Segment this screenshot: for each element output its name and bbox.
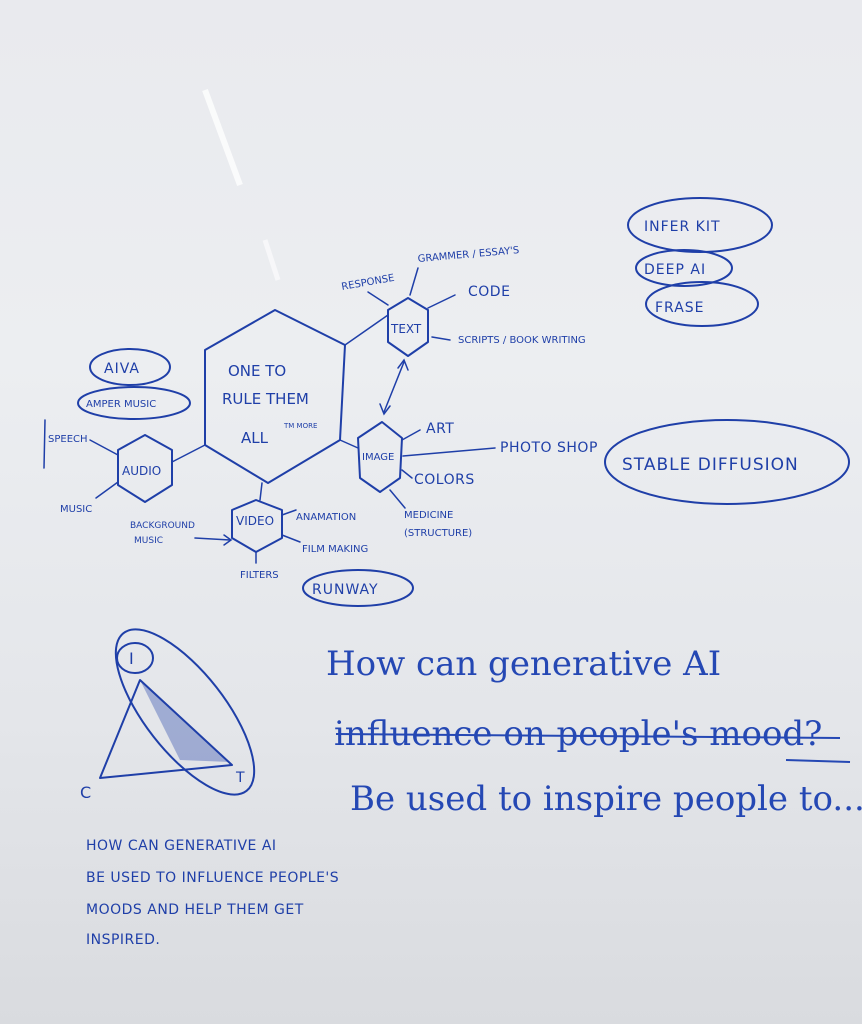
tool-deepai: DEEP AI [644, 262, 706, 278]
video-item-filmmaking: FILM MAKING [302, 544, 368, 555]
amper-oval [77, 386, 191, 420]
tool-stable: STABLE DIFFUSION [622, 455, 799, 475]
strikethrough [335, 733, 841, 739]
text-hexagon [387, 297, 429, 357]
image-item-structure: (STRUCTURE) [404, 528, 472, 539]
audio-hexagon [117, 434, 173, 503]
text-item-grammar: GRAMMER / ESSAY'S [417, 245, 519, 265]
runway-oval [302, 569, 414, 607]
glare [262, 239, 281, 281]
glare [202, 88, 243, 187]
triangle [99, 679, 233, 779]
image-label: IMAGE [362, 452, 394, 463]
note-line2: BE USED TO INFLUENCE PEOPLE'S [86, 870, 339, 886]
tool-runway: RUNWAY [312, 582, 379, 598]
audio-item-speech: SPEECH [48, 434, 88, 445]
note-line1: HOW CAN GENERATIVE AI [86, 838, 277, 854]
triangle-hatch [140, 680, 230, 762]
triangle-top: I [129, 649, 134, 668]
audio-item-background: BACKGROUND [130, 521, 195, 531]
audio-label: AUDIO [122, 464, 161, 478]
question-line3: Be used to inspire people to..... [350, 779, 862, 819]
center-sup: TM MORE [283, 422, 317, 430]
triangle-right: T [235, 770, 245, 786]
center-line3: ALL [241, 429, 269, 447]
audio-item-bgmusic: MUSIC [134, 536, 163, 546]
text-item-scripts: SCRIPTS / BOOK WRITING [458, 335, 586, 346]
image-item-photoshop: PHOTO SHOP [500, 440, 598, 456]
image-hexagon [357, 421, 403, 493]
text-item-response: RESPONSE [341, 273, 396, 293]
note-line3: MOODS AND HELP THEM GET [86, 902, 304, 918]
stable-oval [604, 419, 850, 505]
aiva-oval [89, 348, 171, 386]
top-circle [116, 642, 154, 674]
center-line2: RULE THEM [222, 390, 309, 408]
text-item-code: CODE [468, 284, 510, 300]
tool-aiva: AIVA [104, 361, 140, 377]
inferkit-oval [627, 197, 773, 253]
video-item-filters: FILTERS [240, 570, 279, 581]
deepai-oval [635, 249, 733, 287]
text-label: TEXT [390, 322, 422, 336]
audio-item-music: MUSIC [60, 504, 92, 515]
triangle-oval [114, 628, 256, 796]
note-line4: INSPIRED. [86, 932, 160, 948]
tool-frase: FRASE [655, 300, 705, 316]
image-item-colors: COLORS [414, 472, 475, 488]
tool-inferkit: INFER KIT [644, 219, 721, 235]
frase-oval [645, 281, 759, 327]
center-line1: ONE TO [228, 362, 286, 380]
image-item-art: ART [426, 421, 454, 437]
video-label: VIDEO [236, 514, 274, 528]
image-item-medicine: MEDICINE [404, 510, 453, 521]
triangle-left: C [80, 783, 91, 802]
video-item-animation: ANAMATION [296, 512, 356, 523]
underline [785, 759, 851, 763]
question-line1: How can generative AI [326, 644, 721, 684]
tool-amper: AMPER MUSIC [86, 399, 156, 410]
